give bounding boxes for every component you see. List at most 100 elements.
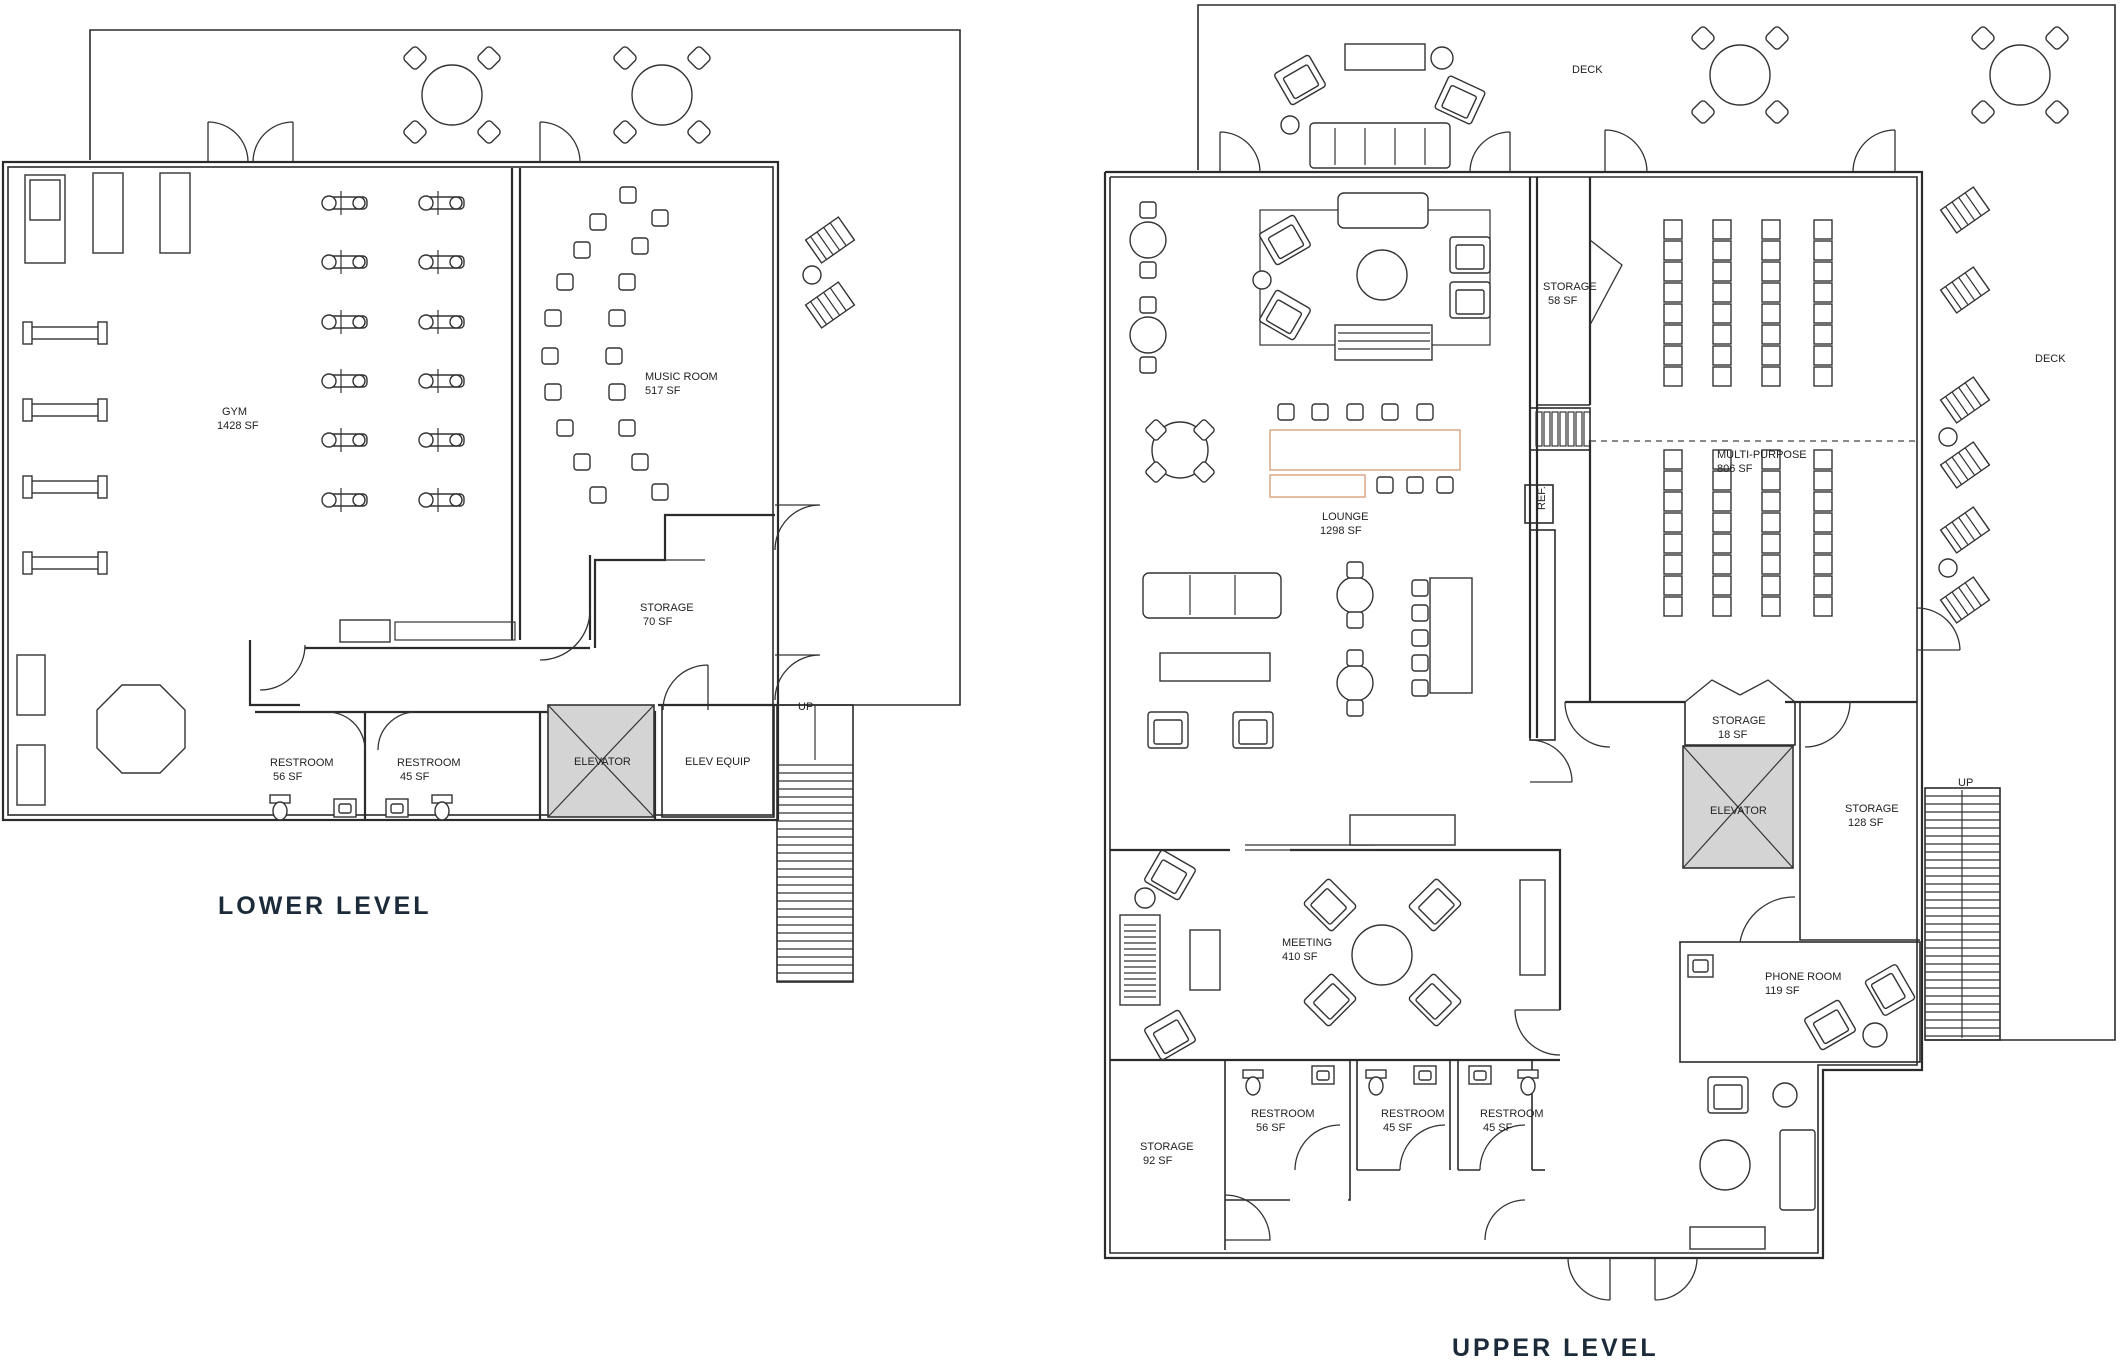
- room-area-storage-18: 18 SF: [1718, 729, 1748, 741]
- room-label-gym: GYM: [222, 406, 247, 418]
- multipurpose-seat: [1813, 533, 1833, 554]
- room-label-multipurpose: MULTI-PURPOSE: [1717, 449, 1807, 461]
- multipurpose-seat: [1761, 533, 1781, 554]
- multipurpose-seat: [1712, 240, 1732, 261]
- upper-building-shell: [1103, 170, 1924, 1260]
- multipurpose-seat: [1663, 554, 1683, 575]
- multipurpose-seat: [1663, 533, 1683, 554]
- multipurpose-seat: [1761, 282, 1781, 303]
- multipurpose-seat: [1761, 345, 1781, 366]
- multipurpose-seat: [1712, 219, 1732, 240]
- room-label-restroom-56: RESTROOM: [1251, 1108, 1315, 1120]
- multipurpose-seat: [1663, 491, 1683, 512]
- room-area-restroom-45a: 45 SF: [1383, 1122, 1413, 1134]
- multipurpose-seat: [1663, 470, 1683, 491]
- multipurpose-seat: [1761, 470, 1781, 491]
- multipurpose-seat: [1712, 345, 1732, 366]
- multipurpose-seat: [1761, 303, 1781, 324]
- multipurpose-seat: [1813, 449, 1833, 470]
- multipurpose-seat: [1761, 575, 1781, 596]
- multipurpose-seat: [1712, 491, 1732, 512]
- multipurpose-seat: [1813, 512, 1833, 533]
- room-label-deck-right: DECK: [2035, 353, 2066, 365]
- room-label-meeting: MEETING: [1282, 937, 1332, 949]
- lower-building-shell: [1, 160, 780, 822]
- room-label-restroom-45a: RESTROOM: [1381, 1108, 1445, 1120]
- room-area-storage-92: 92 SF: [1143, 1155, 1173, 1167]
- lower-level: [1, 29, 961, 983]
- multipurpose-seat: [1813, 554, 1833, 575]
- multipurpose-seat: [1712, 596, 1732, 617]
- multipurpose-seat: [1663, 366, 1683, 387]
- upper-level: [1103, 4, 2116, 1301]
- room-label-storage-18: STORAGE: [1712, 715, 1766, 727]
- multipurpose-seat: [1712, 366, 1732, 387]
- upper-stairs: [1924, 787, 2001, 1041]
- multipurpose-seat: [1761, 491, 1781, 512]
- multipurpose-seat: [1813, 470, 1833, 491]
- multipurpose-seat: [1663, 303, 1683, 324]
- room-label-deck-top: DECK: [1572, 64, 1603, 76]
- room-label-restroom-45b: RESTROOM: [1480, 1108, 1544, 1120]
- multipurpose-seat: [1813, 596, 1833, 617]
- room-area-multipurpose: 806 SF: [1717, 463, 1753, 475]
- room-label-storage-58: STORAGE: [1543, 281, 1597, 293]
- multipurpose-seat: [1813, 366, 1833, 387]
- multipurpose-seat: [1712, 449, 1732, 470]
- upper-deck-outline: [1197, 4, 2116, 1041]
- room-label-lower-storage: STORAGE: [640, 602, 694, 614]
- multipurpose-seat: [1663, 575, 1683, 596]
- room-area-lower-restroom-1: 56 SF: [273, 771, 303, 783]
- multipurpose-seat: [1712, 575, 1732, 596]
- multipurpose-seat: [1813, 324, 1833, 345]
- multipurpose-seat: [1712, 282, 1732, 303]
- multipurpose-seat: [1761, 512, 1781, 533]
- multipurpose-seat: [1761, 554, 1781, 575]
- room-label-phone: PHONE ROOM: [1765, 971, 1841, 983]
- multipurpose-seat: [1813, 345, 1833, 366]
- multipurpose-seat: [1663, 261, 1683, 282]
- multipurpose-seat: [1663, 219, 1683, 240]
- room-label-storage-92: STORAGE: [1140, 1141, 1194, 1153]
- multipurpose-seat: [1663, 240, 1683, 261]
- room-area-music: 517 SF: [645, 385, 681, 397]
- multipurpose-seat: [1663, 596, 1683, 617]
- multipurpose-seat: [1813, 219, 1833, 240]
- room-area-storage-58: 58 SF: [1548, 295, 1578, 307]
- room-area-lower-storage: 70 SF: [643, 616, 673, 628]
- room-label-upper-elevator: ELEVATOR: [1710, 805, 1767, 817]
- multipurpose-seat: [1663, 282, 1683, 303]
- multipurpose-seat: [1761, 219, 1781, 240]
- room-area-restroom-56: 56 SF: [1256, 1122, 1286, 1134]
- room-label-lower-elevator: ELEVATOR: [574, 756, 631, 768]
- multipurpose-seat: [1663, 512, 1683, 533]
- multipurpose-seat: [1813, 575, 1833, 596]
- multipurpose-seat: [1813, 303, 1833, 324]
- multipurpose-seat: [1712, 324, 1732, 345]
- room-area-restroom-45b: 45 SF: [1483, 1122, 1513, 1134]
- multipurpose-seat: [1712, 303, 1732, 324]
- multipurpose-seat: [1813, 261, 1833, 282]
- multipurpose-seat: [1813, 240, 1833, 261]
- multipurpose-seat: [1712, 470, 1732, 491]
- multipurpose-seat: [1813, 491, 1833, 512]
- room-label-lower-restroom-1: RESTROOM: [270, 757, 334, 769]
- multipurpose-seat: [1712, 554, 1732, 575]
- room-label-music: MUSIC ROOM: [645, 371, 718, 383]
- room-area-storage-128: 128 SF: [1848, 817, 1884, 829]
- room-label-lower-restroom-2: RESTROOM: [397, 757, 461, 769]
- lower-deck-outline: [89, 29, 961, 706]
- upper-level-title: UPPER LEVEL: [1452, 1334, 1659, 1362]
- multipurpose-seat: [1712, 533, 1732, 554]
- multipurpose-seat: [1761, 261, 1781, 282]
- room-area-meeting: 410 SF: [1282, 951, 1318, 963]
- room-label-lounge: LOUNGE: [1322, 511, 1368, 523]
- lower-level-title: LOWER LEVEL: [218, 892, 432, 920]
- room-area-phone: 119 SF: [1765, 985, 1800, 997]
- room-label-ref: REF.: [1536, 486, 1548, 510]
- room-label-elev-equip: ELEV EQUIP: [685, 756, 750, 768]
- room-label-storage-128: STORAGE: [1845, 803, 1899, 815]
- multipurpose-seat: [1761, 449, 1781, 470]
- multipurpose-seat: [1663, 449, 1683, 470]
- room-area-lower-restroom-2: 45 SF: [400, 771, 430, 783]
